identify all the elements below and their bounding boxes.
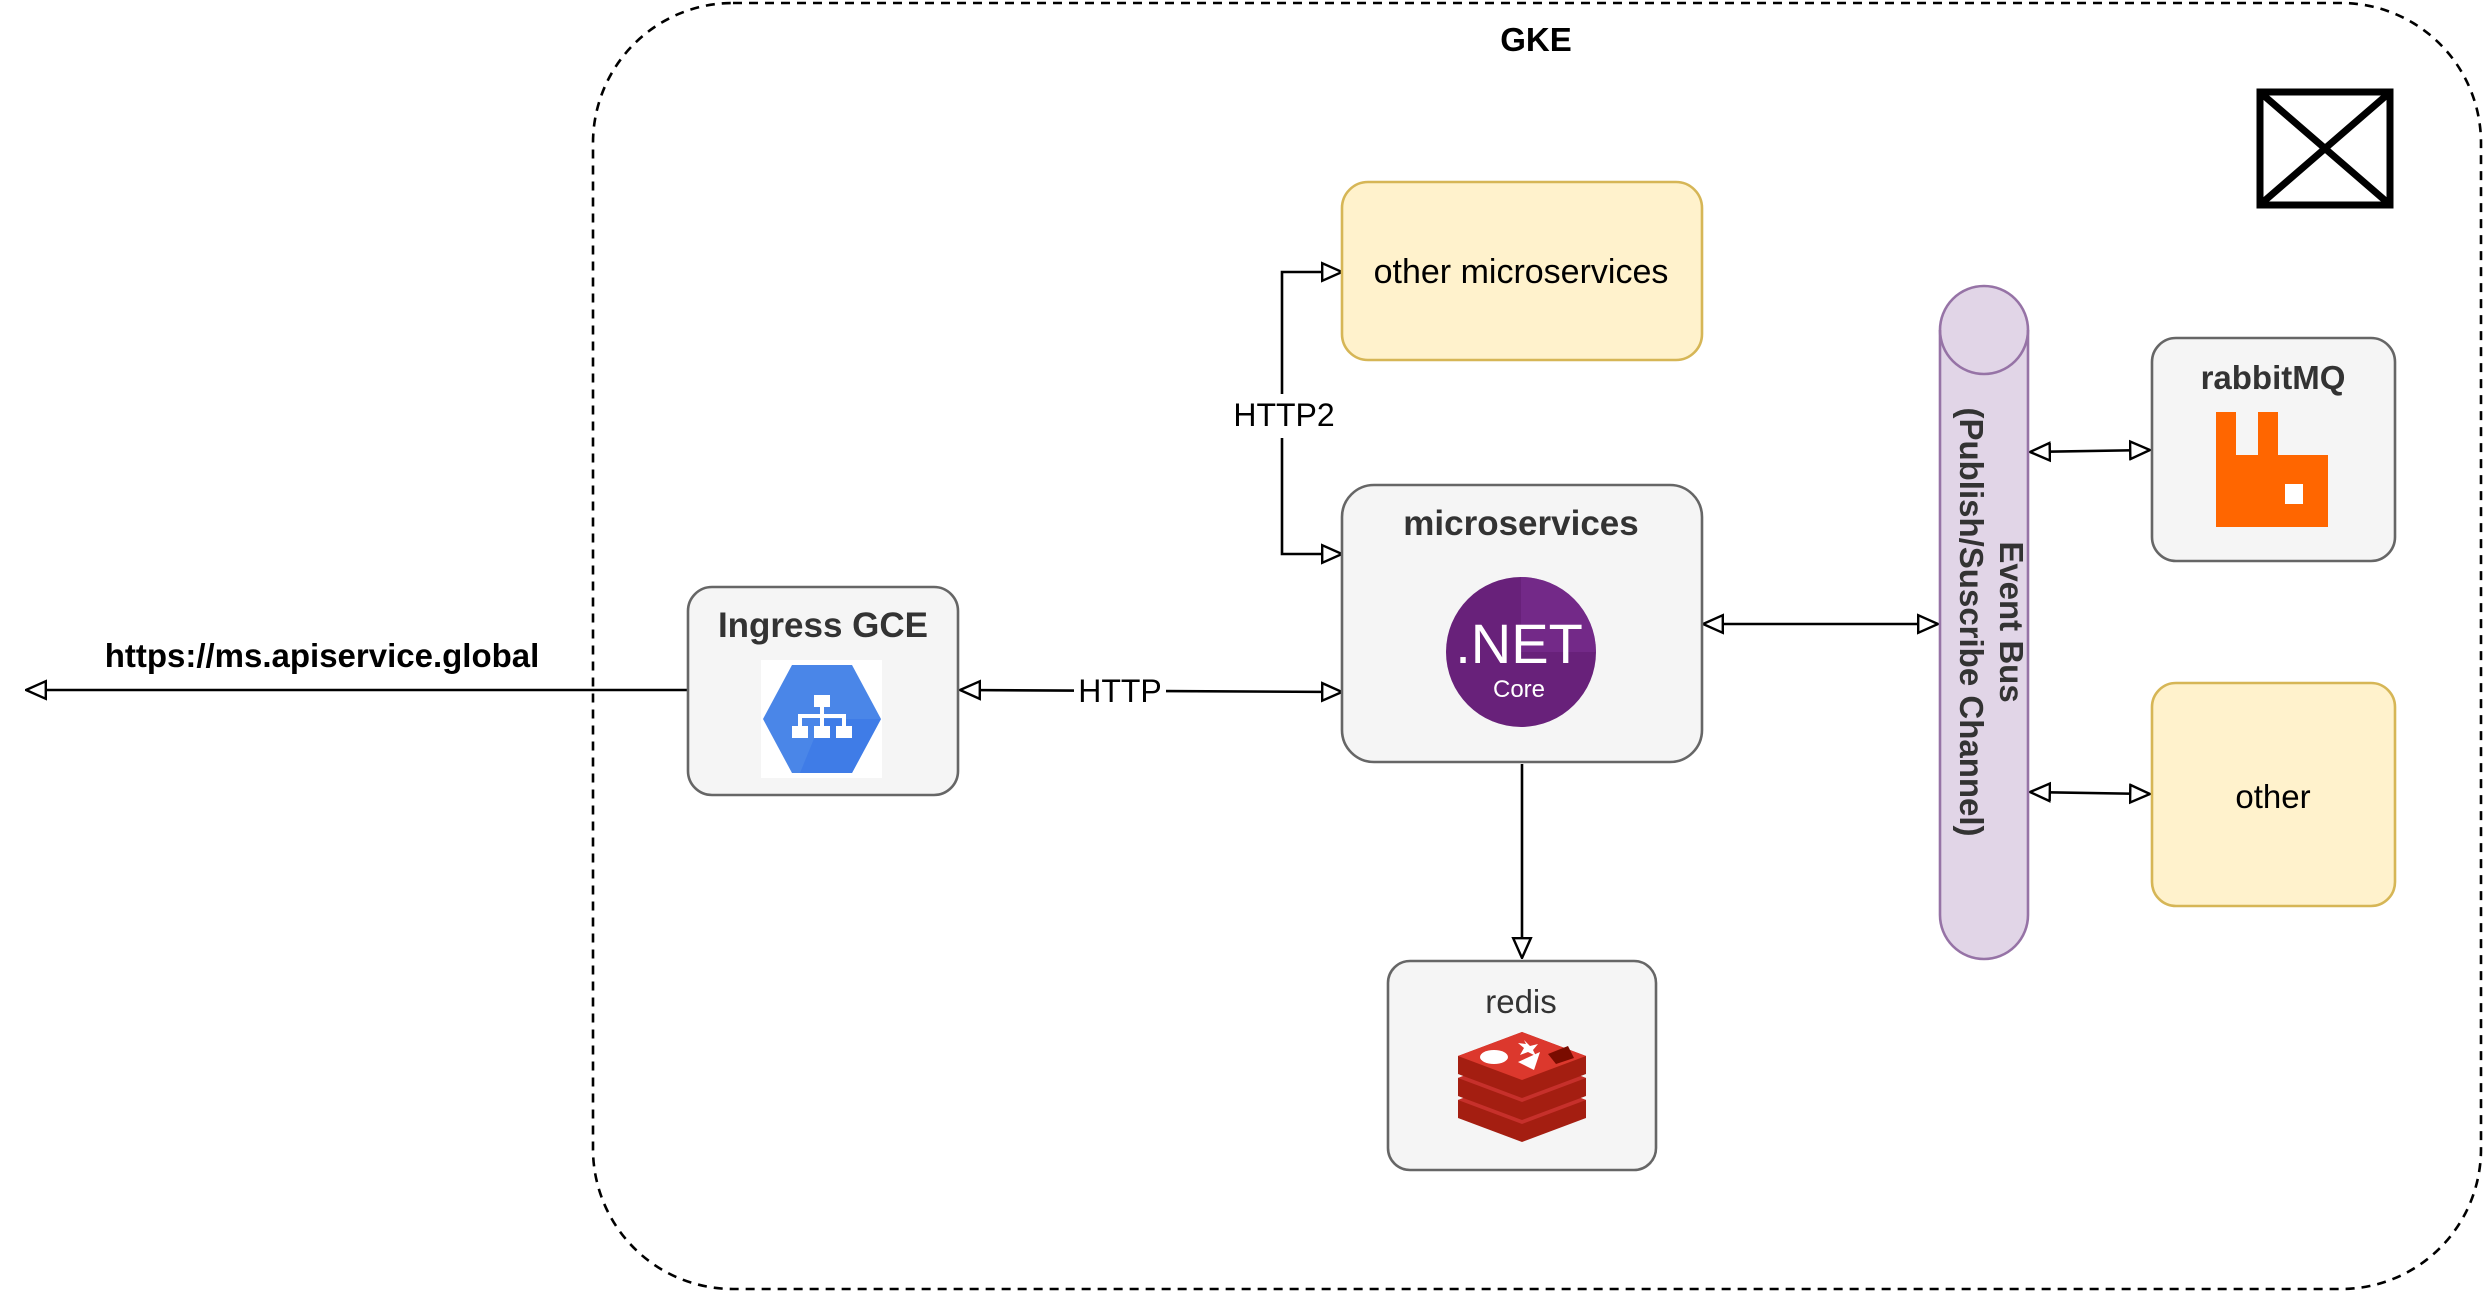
node-microservices[interactable]: microservices .NET Core	[1340, 483, 1704, 764]
edge-rabbitmq	[2030, 450, 2150, 452]
broken-image-icon	[2256, 88, 2394, 209]
rabbitmq-title: rabbitMQ	[2201, 359, 2346, 396]
edge-http-label-bg	[1074, 670, 1166, 710]
redis-icon	[1458, 1032, 1586, 1142]
node-redis[interactable]: redis	[1386, 959, 1658, 1172]
node-rabbitmq[interactable]: rabbitMQ	[2150, 336, 2397, 563]
external-url-label: https://ms.apiservice.global	[105, 637, 540, 674]
edge-other	[2030, 792, 2150, 794]
dotnet-logo-main: .NET	[1455, 612, 1583, 675]
edge-http2-label: HTTP2	[1233, 397, 1334, 433]
edge-http-label: HTTP	[1078, 673, 1162, 709]
event-bus-line2: (Publish/Suscribe Channel)	[1953, 407, 1990, 836]
gke-cluster-title: GKE	[1500, 21, 1572, 58]
node-event-bus[interactable]: Event Bus (Publish/Suscribe Channel)	[1938, 284, 2030, 961]
node-ingress-gce[interactable]: Ingress GCE	[686, 585, 960, 797]
rabbitmq-icon	[2216, 412, 2328, 527]
event-bus-line1: Event Bus	[1993, 541, 2030, 702]
node-other[interactable]: other	[2150, 681, 2397, 908]
dotnet-core-icon: .NET Core	[1446, 577, 1596, 727]
other-title: other	[2235, 778, 2310, 815]
dotnet-logo-sub: Core	[1493, 676, 1545, 703]
redis-title: redis	[1485, 983, 1557, 1020]
microservices-title: microservices	[1403, 504, 1638, 543]
gcp-load-balancer-icon	[761, 660, 882, 778]
gke-cluster-boundary	[591, 1, 2483, 1291]
node-other-microservices[interactable]: other microservices	[1340, 180, 1704, 362]
edge-http2-label-bg	[1226, 394, 1338, 438]
other-microservices-title: other microservices	[1374, 253, 1669, 291]
ingress-title: Ingress GCE	[718, 606, 928, 645]
